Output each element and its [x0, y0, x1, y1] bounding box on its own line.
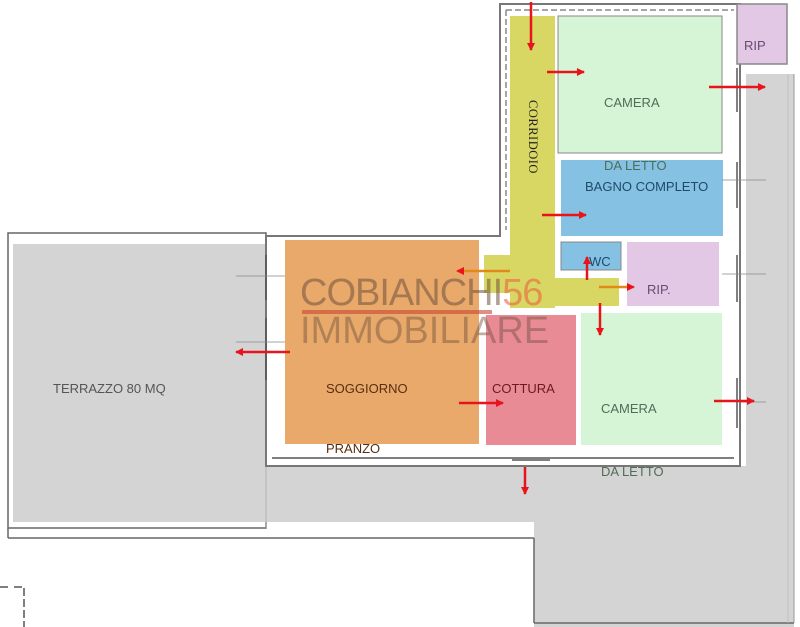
label-wc: WC: [589, 254, 611, 269]
label-rip-mid: RIP.: [647, 282, 671, 297]
watermark-number: 56: [502, 272, 543, 314]
label-corridoio: CORRIDOIO: [526, 100, 540, 174]
watermark-divider: [302, 310, 492, 314]
label-bagno-completo: BAGNO COMPLETO: [585, 179, 709, 194]
room-rip-top: [736, 3, 788, 65]
direction-arrows: [235, 2, 766, 495]
label-line: CAMERA: [604, 95, 660, 110]
room-camera-da-letto-2: [581, 313, 722, 445]
label-cottura: COTTURA: [492, 381, 555, 396]
terrace-side-strip: [533, 74, 795, 627]
label-line: DA LETTO: [601, 464, 664, 479]
room-cottura: [486, 315, 576, 445]
label-rip-top: RIP: [744, 38, 766, 53]
terrace-area: [7, 232, 535, 539]
room-rip-mid: [627, 242, 719, 306]
label-camera-da-letto-2: CAMERA DA LETTO: [601, 356, 664, 503]
label-terrazzo: TERRAZZO 80 MQ: [53, 381, 166, 396]
label-line: SOGGIORNO: [326, 381, 408, 396]
label-camera-da-letto-1: CAMERA DA LETTO: [604, 50, 667, 197]
room-camera-da-letto-1: [557, 15, 723, 154]
watermark-line2: IMMOBILIARE: [300, 310, 550, 352]
label-line: CAMERA: [601, 401, 657, 416]
label-line: PRANZO: [326, 441, 381, 456]
watermark-line1: COBIANCHI56: [300, 272, 543, 315]
room-wc: [560, 241, 622, 271]
label-soggiorno-pranzo: SOGGIORNO PRANZO: [326, 336, 408, 480]
room-soggiorno-pranzo: [285, 240, 479, 444]
watermark-brand: COBIANCHI: [300, 272, 503, 314]
label-line: DA LETTO: [604, 158, 667, 173]
room-corridoio: [484, 16, 619, 308]
room-bagno-completo: [561, 160, 723, 236]
dashed-outline-fragment: [0, 586, 25, 627]
